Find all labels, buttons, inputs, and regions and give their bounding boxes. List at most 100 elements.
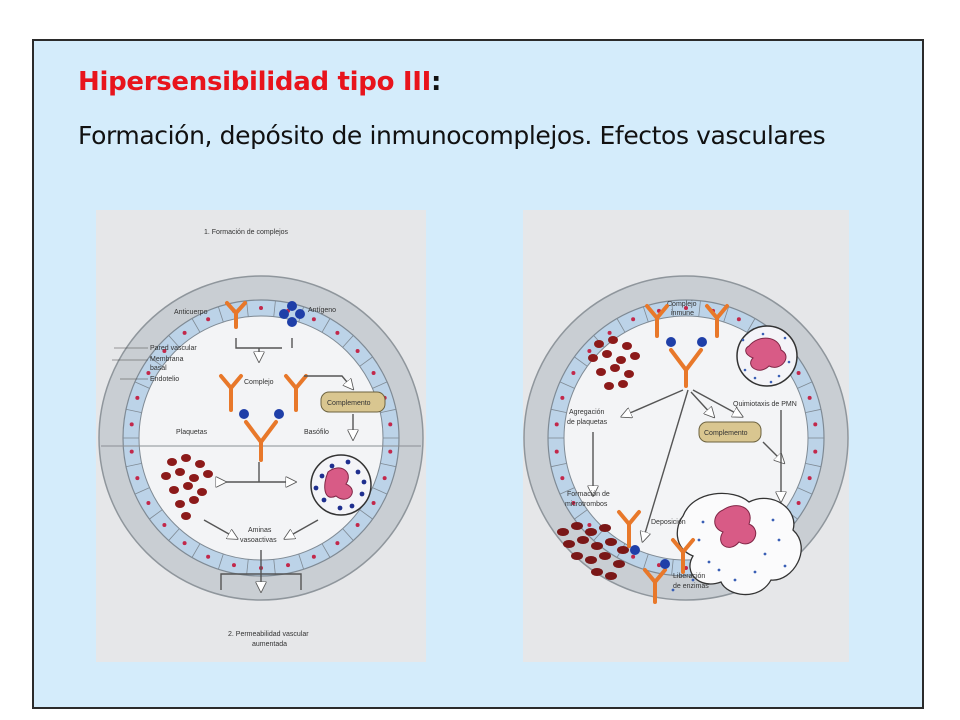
cell-boundary xyxy=(273,559,276,576)
cell-nucleus xyxy=(259,306,263,310)
cell-boundary xyxy=(359,356,373,367)
antigen-icon xyxy=(279,301,305,327)
label-agregacion2: de plaquetas xyxy=(567,419,608,426)
cell-boundary xyxy=(380,462,397,468)
cell-nucleus xyxy=(382,476,387,481)
bound-antigen xyxy=(239,409,284,419)
cell-boundary xyxy=(642,306,649,323)
left-diagram-panel: 1. Formación de complejos Anticuerpo Ant… xyxy=(96,210,426,662)
cell-nucleus xyxy=(162,349,167,354)
cell-nucleus xyxy=(571,371,576,375)
cell-nucleus xyxy=(796,501,801,505)
cell-boundary xyxy=(342,335,354,348)
cell-nucleus xyxy=(162,522,167,527)
label-step2b: aumentada xyxy=(252,641,287,648)
label-basal: basal xyxy=(150,365,167,372)
cell-boundary xyxy=(797,381,813,389)
cell-boundary xyxy=(149,356,163,367)
endothelial-cells xyxy=(123,300,399,576)
antibody-icon xyxy=(225,301,247,329)
cell-boundary xyxy=(359,509,373,520)
cell-nucleus xyxy=(560,395,565,400)
label-plaquetas: Plaquetas xyxy=(176,429,208,436)
degranulating-neutrophil-icon xyxy=(671,492,802,596)
cell-nucleus xyxy=(135,395,140,400)
cell-boundary xyxy=(134,381,150,389)
cell-nucleus xyxy=(388,449,393,454)
label-deposicion: Deposición xyxy=(651,519,686,526)
cell-boundary xyxy=(559,381,575,389)
cell-nucleus xyxy=(607,330,612,335)
label-complejo2: inmune xyxy=(671,310,694,317)
cell-nucleus xyxy=(807,476,812,481)
label-complejo: Complejo xyxy=(244,379,274,386)
cell-nucleus xyxy=(813,422,818,427)
cell-nucleus xyxy=(135,476,140,481)
cell-boundary xyxy=(380,408,397,414)
cell-boundary xyxy=(125,462,142,468)
cell-nucleus xyxy=(813,449,818,454)
cell-nucleus xyxy=(355,349,360,354)
cell-boundary xyxy=(217,553,224,570)
cell-boundary xyxy=(805,462,822,468)
cell-nucleus xyxy=(371,371,376,375)
slide-subtitle: Formación, depósito de inmunocomplejos. … xyxy=(78,121,826,150)
cell-nucleus xyxy=(631,554,636,559)
title-colon: : xyxy=(431,67,442,97)
cell-nucleus xyxy=(146,371,151,375)
cell-nucleus xyxy=(560,476,565,481)
cell-nucleus xyxy=(587,522,592,527)
immune-complex-icon xyxy=(645,304,729,388)
cell-nucleus xyxy=(796,371,801,375)
cell-boundary xyxy=(550,408,567,414)
cell-boundary xyxy=(559,487,575,495)
cell-boundary xyxy=(246,559,249,576)
cell-nucleus xyxy=(355,522,360,527)
immune-complex-icon xyxy=(219,374,308,462)
platelets-icon xyxy=(588,336,640,390)
pmn-cell-icon xyxy=(736,325,798,387)
cell-boundary xyxy=(746,318,756,333)
label-formacion1: Formación de xyxy=(567,491,610,498)
platelets-icon xyxy=(161,454,213,520)
cell-boundary xyxy=(168,335,180,348)
label-anticuerpo: Anticuerpo xyxy=(174,309,208,316)
cell-boundary xyxy=(372,487,388,495)
label-complemento: Complemento xyxy=(327,400,371,407)
cell-boundary xyxy=(321,318,331,333)
complement-box xyxy=(698,421,762,443)
cell-nucleus xyxy=(807,395,812,400)
cell-nucleus xyxy=(231,563,236,568)
label-formacion2: microtrombos xyxy=(565,501,608,508)
cell-boundary xyxy=(134,487,150,495)
cell-boundary xyxy=(191,318,201,333)
label-basofilo: Basófilo xyxy=(304,429,329,436)
label-endotelio: Endotelio xyxy=(150,376,179,383)
cell-boundary xyxy=(671,559,674,576)
cell-boundary xyxy=(642,553,649,570)
cell-nucleus xyxy=(571,501,576,505)
label-antigeno: Antígeno xyxy=(308,307,336,314)
cell-nucleus xyxy=(554,449,559,454)
label-membrana: Membrana xyxy=(150,356,184,363)
cell-nucleus xyxy=(182,541,187,546)
cell-nucleus xyxy=(206,554,211,559)
label-agregacion1: Agregación xyxy=(569,409,605,416)
cell-nucleus xyxy=(129,449,134,454)
cell-nucleus xyxy=(146,501,151,505)
cell-nucleus xyxy=(736,317,741,322)
vascular-effects-diagram: Complejo inmune xyxy=(523,275,849,604)
cell-boundary xyxy=(574,356,588,367)
deposited-antibody-icon xyxy=(617,510,695,604)
cell-boundary xyxy=(168,528,180,541)
slide-title: Hipersensibilidad tipo III: xyxy=(78,67,441,97)
label-step2a: 2. Permeabilidad vascular xyxy=(228,631,309,638)
cell-boundary xyxy=(191,543,201,558)
cell-boundary xyxy=(372,381,388,389)
cell-boundary xyxy=(217,306,224,323)
label-aminas2: vasoactivas xyxy=(240,537,277,544)
label-complemento: Complemento xyxy=(704,430,748,437)
label-pared: Pared vascular xyxy=(150,345,197,352)
title-text: Hipersensibilidad tipo III xyxy=(78,67,432,97)
cell-boundary xyxy=(298,553,305,570)
